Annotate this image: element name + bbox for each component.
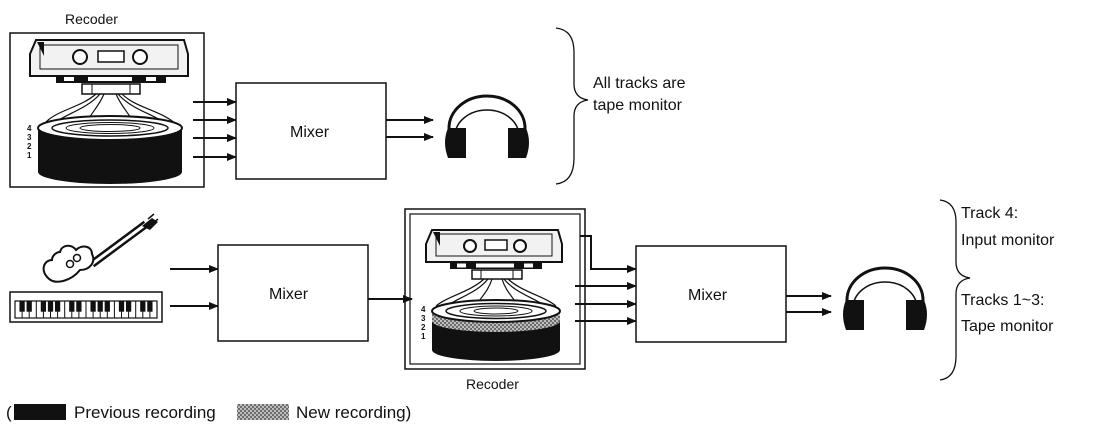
top-recorder-label: Recoder [65,11,118,27]
top-note-line-1: All tracks are [593,75,686,92]
top-recorder-frame [9,32,205,188]
top-track-1: 1 [27,151,32,160]
top-track-4: 4 [27,124,32,133]
note-track4-line-1: Track 4: [961,205,1018,222]
keyboard-black-key [90,300,96,312]
top-mixer-box: Mixer [235,82,387,180]
keyboard-black-key [19,300,25,312]
keyboard-black-key [97,300,103,312]
bottom-track-numbers: 4 3 2 1 [421,305,426,341]
top-track-3: 3 [27,133,32,142]
keyboard-black-key [76,300,82,312]
legend-label-new: New recording) [296,403,411,422]
bottom-recorder-label: Recoder [466,376,519,392]
top-cassette-icon [29,39,189,95]
bottom-recorder-frame-inner [409,213,581,365]
keyboard-black-key [125,300,132,312]
note-tracks13-line-2: Tape monitor [961,318,1054,335]
keyboard-black-key [26,300,32,312]
bottom-track-2: 2 [421,323,426,332]
bottom-mixer-2: Mixer [635,245,787,343]
keyboard-icon [9,291,163,323]
keyboard-black-key [140,300,146,312]
top-mixer-label: Mixer [290,124,330,141]
bottom-brace [939,199,971,381]
bottom-note-track4: Track 4: Input monitor [961,205,1055,249]
bottom-cassette-icon [425,229,563,280]
top-track-2: 2 [27,142,32,151]
bottom-track-3: 3 [421,314,426,323]
top-headphones-icon [445,94,529,158]
bottom-mixer-1: Mixer [217,244,369,342]
bottom-track-4: 4 [421,305,426,314]
keyboard-keys [19,300,153,318]
keyboard-black-key [54,300,61,312]
bottom-arrows-instruments-to-mixer [170,265,219,310]
legend-label-previous: Previous recording [74,403,216,422]
bottom-arrows-mixer-to-headphones [786,292,832,316]
top-arrows-mixer-to-headphones [386,116,434,141]
top-arrows-recorder-to-mixer [193,98,237,161]
top-note-line-2: tape monitor [593,97,683,114]
top-note: All tracks are tape monitor [593,75,686,114]
bottom-mixer-1-label: Mixer [269,286,309,303]
legend-open-paren: ( [6,403,12,422]
bottom-track-1: 1 [421,332,426,341]
guitar-icon [42,213,159,283]
keyboard-black-key [147,300,153,312]
note-track4-line-2: Input monitor [961,232,1055,249]
note-tracks13-line-1: Tracks 1~3: [961,292,1044,309]
bottom-headphones-icon [843,266,927,330]
bottom-recorder-frame-outer [404,208,586,370]
legend: ( Previous recording New recording) [6,403,411,422]
bottom-tape-reel [431,299,561,361]
legend-swatch-new [237,404,289,420]
legend-swatch-previous [14,404,66,420]
bottom-recorder: 4 3 2 1 Recoder [404,208,586,392]
top-tape-reel [37,115,183,184]
keyboard-black-key [47,300,54,312]
bottom-arrows-recorder-to-mixer [575,235,637,325]
keyboard-black-key [104,300,110,312]
top-track-numbers: 4 3 2 1 [27,124,32,160]
keyboard-black-key [69,300,75,312]
bottom-mixer-2-label: Mixer [688,287,728,304]
top-recorder: Recoder [9,11,205,188]
top-brace [555,27,589,185]
keyboard-black-key [40,300,47,312]
keyboard-black-key [118,300,125,312]
bottom-note-tracks13: Tracks 1~3: Tape monitor [961,292,1054,335]
